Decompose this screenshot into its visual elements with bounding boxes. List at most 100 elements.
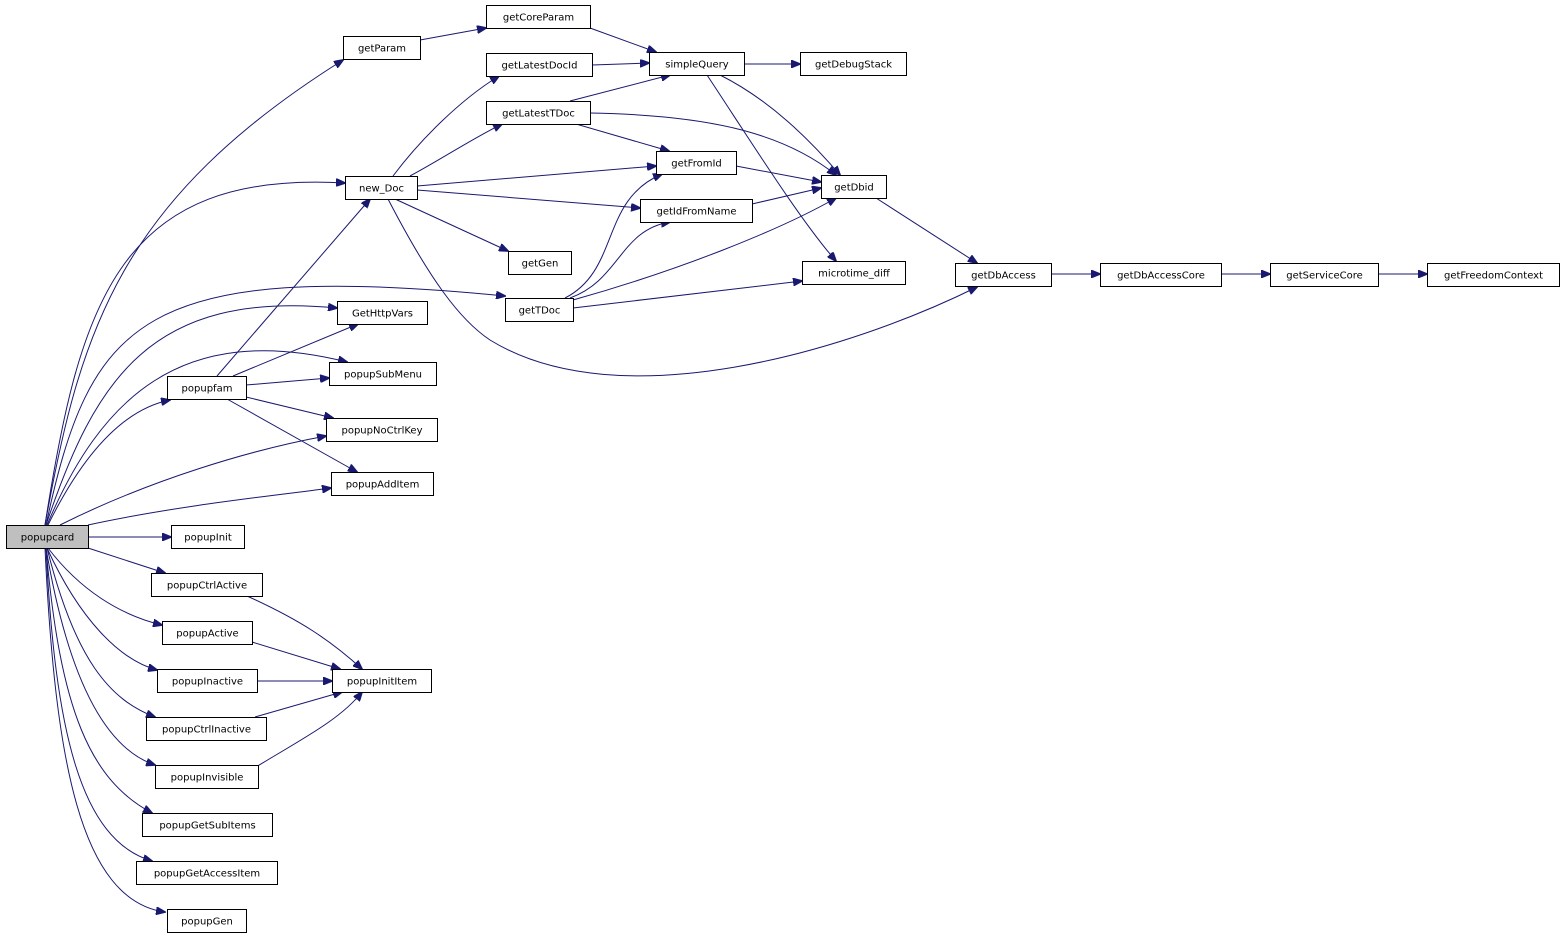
node-box bbox=[486, 101, 591, 125]
node-popupInvisible[interactable]: popupInvisible bbox=[155, 765, 259, 789]
node-box bbox=[800, 52, 907, 76]
node-popupcard[interactable]: popupcard bbox=[6, 525, 89, 549]
node-label: popupcard bbox=[21, 533, 74, 544]
node-popupAddItem[interactable]: popupAddItem bbox=[331, 472, 434, 496]
node-popupSubMenu[interactable]: popupSubMenu bbox=[329, 362, 437, 386]
edge-popupcard-to-getTDoc bbox=[45, 285, 505, 526]
node-label: popupInactive bbox=[172, 677, 243, 688]
edge-new_Doc-to-getFromId bbox=[416, 166, 656, 187]
edge-popupcard-to-popupCtrlActive bbox=[87, 547, 165, 573]
edge-getLatestTDoc-to-getFromId bbox=[575, 123, 669, 151]
edge-popupcard-to-new_Doc bbox=[44, 182, 345, 526]
node-box bbox=[6, 525, 89, 549]
node-getParam[interactable]: getParam bbox=[343, 36, 421, 60]
node-box bbox=[332, 669, 432, 693]
node-box bbox=[649, 52, 745, 76]
node-getTDoc[interactable]: getTDoc bbox=[505, 298, 574, 322]
node-popupInitItem[interactable]: popupInitItem bbox=[332, 669, 432, 693]
node-box bbox=[345, 176, 418, 200]
edge-getTDoc-to-microtime_diff bbox=[572, 281, 802, 309]
node-box bbox=[508, 251, 572, 275]
node-box bbox=[162, 621, 253, 645]
edge-getParam-to-getCoreParam bbox=[419, 28, 486, 41]
node-getGen[interactable]: getGen bbox=[508, 251, 572, 275]
node-layer: popupcard getParam new_Doc getTDoc GetHttpVa… bbox=[6, 5, 1560, 933]
edge-getIdFromName-to-getDbid bbox=[751, 188, 821, 205]
node-box bbox=[167, 909, 247, 933]
node-label: popupCtrlInactive bbox=[162, 725, 251, 736]
edge-getTDoc-to-getIdFromName bbox=[569, 222, 670, 299]
node-label: popupfam bbox=[182, 384, 233, 395]
node-label: getDbid bbox=[834, 183, 874, 194]
node-box bbox=[955, 263, 1052, 287]
node-label: getFromId bbox=[671, 159, 722, 170]
edge-popupfam-to-popupAddItem bbox=[226, 398, 357, 472]
node-box bbox=[802, 261, 906, 285]
edge-new_Doc-to-getDbAccess bbox=[387, 198, 977, 377]
node-label: getLatestDocId bbox=[502, 61, 578, 72]
node-label: getDbAccessCore bbox=[1117, 271, 1205, 282]
node-label: popupAddItem bbox=[346, 480, 420, 491]
node-simpleQuery[interactable]: simpleQuery bbox=[649, 52, 745, 76]
node-box bbox=[329, 362, 437, 386]
node-box bbox=[326, 418, 438, 442]
node-getDebugStack[interactable]: getDebugStack bbox=[800, 52, 907, 76]
node-label: GetHttpVars bbox=[352, 309, 413, 320]
node-popupInactive[interactable]: popupInactive bbox=[157, 669, 258, 693]
node-popupCtrlInactive[interactable]: popupCtrlInactive bbox=[146, 717, 267, 741]
node-new_Doc[interactable]: new_Doc bbox=[345, 176, 418, 200]
node-popupNoCtrlKey[interactable]: popupNoCtrlKey bbox=[326, 418, 438, 442]
node-label: popupInvisible bbox=[171, 773, 244, 784]
edge-getLatestTDoc-to-simpleQuery bbox=[569, 75, 670, 102]
node-label: popupActive bbox=[176, 629, 238, 640]
edge-popupfam-to-popupNoCtrlKey bbox=[245, 396, 333, 418]
node-box bbox=[486, 53, 593, 77]
node-box bbox=[337, 301, 428, 325]
edge-getCoreParam-to-simpleQuery bbox=[589, 27, 656, 52]
node-popupfam[interactable]: popupfam bbox=[167, 376, 247, 400]
node-box bbox=[157, 669, 258, 693]
node-popupCtrlActive[interactable]: popupCtrlActive bbox=[151, 573, 263, 597]
node-microtime_diff[interactable]: microtime_diff bbox=[802, 261, 906, 285]
node-getServiceCore[interactable]: getServiceCore bbox=[1270, 263, 1379, 287]
edge-getLatestDocId-to-simpleQuery bbox=[591, 63, 649, 65]
edge-new_Doc-to-getLatestDocId bbox=[392, 76, 499, 177]
node-getCoreParam[interactable]: getCoreParam bbox=[486, 5, 591, 29]
edge-popupcard-to-popupActive bbox=[47, 547, 162, 625]
node-getIdFromName[interactable]: getIdFromName bbox=[640, 199, 753, 223]
edge-popupCtrlInactive-to-popupInitItem bbox=[254, 692, 342, 718]
node-label: popupNoCtrlKey bbox=[341, 426, 422, 437]
node-label: popupGetSubItems bbox=[159, 821, 255, 832]
node-getLatestTDoc[interactable]: getLatestTDoc bbox=[486, 101, 591, 125]
node-getDbAccess[interactable]: getDbAccess bbox=[955, 263, 1052, 287]
node-box bbox=[640, 199, 753, 223]
node-GetHttpVars[interactable]: GetHttpVars bbox=[337, 301, 428, 325]
node-label: getGen bbox=[522, 259, 559, 270]
edge-popupcard-to-popupNoCtrlKey bbox=[59, 436, 326, 526]
node-popupGen[interactable]: popupGen bbox=[167, 909, 247, 933]
node-label: getDbAccess bbox=[971, 271, 1036, 282]
edge-getDbid-to-getDbAccess bbox=[875, 197, 977, 263]
node-label: getServiceCore bbox=[1286, 271, 1363, 282]
node-popupGetAccessItem[interactable]: popupGetAccessItem bbox=[136, 861, 278, 885]
edge-popupcard-to-popupGetAccessItem bbox=[45, 547, 152, 861]
node-box bbox=[146, 717, 267, 741]
node-box bbox=[155, 765, 259, 789]
node-label: new_Doc bbox=[359, 184, 404, 195]
edge-popupcard-to-popupfam bbox=[47, 400, 170, 526]
edge-popupcard-to-GetHttpVars bbox=[45, 306, 337, 526]
node-getDbid[interactable]: getDbid bbox=[821, 175, 887, 199]
node-label: microtime_diff bbox=[818, 269, 891, 280]
node-getFromId[interactable]: getFromId bbox=[656, 151, 737, 175]
edge-popupcard-to-popupAddItem bbox=[87, 488, 331, 526]
node-getFreedomContext[interactable]: getFreedomContext bbox=[1427, 263, 1560, 287]
node-popupActive[interactable]: popupActive bbox=[162, 621, 253, 645]
edge-popupfam-to-new_Doc bbox=[216, 199, 370, 377]
node-popupGetSubItems[interactable]: popupGetSubItems bbox=[142, 813, 273, 837]
edge-popupcard-to-popupInvisible bbox=[45, 547, 155, 765]
node-popupInit[interactable]: popupInit bbox=[171, 525, 245, 549]
node-getLatestDocId[interactable]: getLatestDocId bbox=[486, 53, 593, 77]
node-getDbAccessCore[interactable]: getDbAccessCore bbox=[1100, 263, 1222, 287]
node-box bbox=[142, 813, 273, 837]
node-label: simpleQuery bbox=[665, 60, 728, 71]
